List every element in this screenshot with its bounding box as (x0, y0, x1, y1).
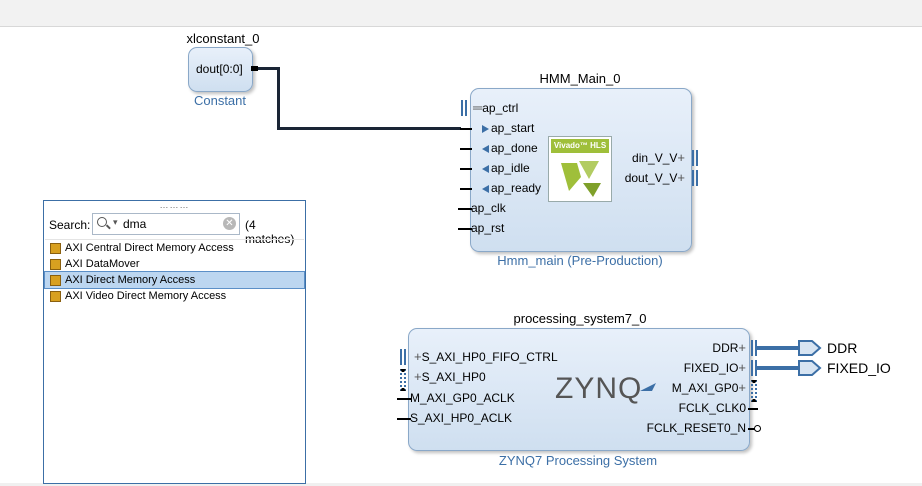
ddr-bus-connector[interactable] (751, 340, 757, 356)
search-options-chevron-icon[interactable]: ▾ (113, 217, 118, 227)
port-din-v-v[interactable]: din_V_V+ (632, 150, 685, 165)
fixed-io-bus-connector[interactable] (751, 360, 757, 376)
ddr-bus-wire[interactable] (757, 346, 799, 350)
dout-bus-connector[interactable] (692, 170, 698, 186)
fixed-io-bus-wire[interactable] (757, 366, 799, 370)
pin-m-axi-gp0-aclk[interactable] (397, 398, 411, 400)
collapse-icon[interactable]: ═ (473, 100, 483, 115)
list-item[interactable]: AXI DataMover (45, 256, 304, 272)
clear-search-icon[interactable]: ✕ (223, 217, 236, 230)
list-item-selected[interactable]: AXI Direct Memory Access (44, 271, 305, 289)
vivado-hls-logo: Vivado™ HLS (548, 136, 612, 202)
search-input[interactable] (123, 216, 223, 231)
net-wire-segment[interactable] (277, 67, 280, 129)
constant-block-subtitle: Constant (193, 93, 247, 108)
pin-ap-ready[interactable] (460, 188, 472, 190)
hp0-fifo-ctrl-bus-connector[interactable] (400, 349, 406, 365)
zynq-logo: ZYNQ (555, 372, 643, 405)
ip-core-icon (50, 275, 61, 286)
list-item-label: AXI DataMover (65, 258, 140, 270)
hmm-block-title: HMM_Main_0 (539, 71, 621, 86)
port-ap-ctrl[interactable]: ═ap_ctrl (473, 100, 519, 116)
port-ap-ready[interactable]: ap_ready (482, 181, 541, 195)
pin-ap-start[interactable] (460, 128, 472, 130)
port-ap-rst[interactable]: ap_rst (471, 221, 505, 235)
net-wire-segment[interactable] (258, 67, 279, 70)
ip-core-icon (50, 259, 61, 270)
fixed-io-external-port-icon[interactable] (798, 360, 822, 376)
port-m-axi-gp0-aclk[interactable]: M_AXI_GP0_ACLK (410, 391, 515, 405)
expand-icon[interactable]: + (677, 170, 685, 185)
vivado-hls-logo-label: Vivado™ HLS (551, 139, 609, 153)
drag-handle-grip[interactable]: ……… (159, 200, 190, 210)
ip-search-popup[interactable]: ……… Search: ▾ ✕ (4 matches) AXI Central … (43, 200, 306, 484)
port-ap-clk[interactable]: ap_clk (471, 201, 506, 215)
expand-icon[interactable]: + (738, 380, 746, 395)
list-item-label: AXI Video Direct Memory Access (65, 290, 227, 302)
hls-logo-graphic (561, 161, 601, 197)
expand-icon[interactable]: + (414, 349, 422, 364)
port-ap-idle[interactable]: ap_idle (482, 161, 530, 175)
output-arrow-icon (482, 145, 489, 153)
active-low-bubble-icon (754, 425, 761, 432)
constant-block[interactable] (188, 47, 253, 92)
port-fclk-clk0[interactable]: FCLK_CLK0 (678, 401, 746, 415)
zynq-logo-swoosh (640, 383, 656, 391)
bottom-edge-strip (0, 483, 922, 486)
top-toolbar-strip (0, 0, 922, 27)
pin-ap-idle[interactable] (460, 168, 472, 170)
port-dout-v-v[interactable]: dout_V_V+ (624, 170, 685, 185)
pin-fclk-reset0-n[interactable] (748, 428, 756, 430)
fixed-io-external-port-label[interactable]: FIXED_IO (827, 360, 891, 376)
search-field[interactable]: ▾ ✕ (92, 213, 240, 235)
port-s-axi-hp0[interactable]: +S_AXI_HP0 (414, 369, 486, 384)
ps7-block[interactable] (408, 328, 750, 451)
port-s-axi-hp0-fifo-ctrl[interactable]: +S_AXI_HP0_FIFO_CTRL (414, 349, 558, 364)
constant-block-title: xlconstant_0 (186, 31, 260, 46)
hp0-bus-connector[interactable] (400, 369, 406, 391)
din-bus-connector[interactable] (692, 150, 698, 166)
output-arrow-icon (482, 185, 489, 193)
input-arrow-icon (482, 125, 489, 133)
port-s-axi-hp0-aclk[interactable]: S_AXI_HP0_ACLK (410, 411, 513, 425)
expand-icon[interactable]: + (738, 360, 746, 375)
output-arrow-icon (482, 165, 489, 173)
ps7-block-subtitle: ZYNQ7 Processing System (498, 453, 658, 468)
port-ap-done[interactable]: ap_done (482, 141, 538, 155)
pin-s-axi-hp0-aclk[interactable] (397, 418, 411, 420)
expand-icon[interactable]: + (738, 340, 746, 355)
ip-core-icon (50, 291, 61, 302)
ip-core-icon (50, 243, 61, 254)
port-connector-dout[interactable] (251, 66, 258, 71)
m-axi-gp0-bus-connector[interactable] (751, 380, 757, 402)
expand-icon[interactable]: + (677, 150, 685, 165)
search-label: Search: (49, 218, 91, 232)
pin-ap-clk[interactable] (458, 208, 472, 210)
ddr-external-port-label[interactable]: DDR (827, 340, 858, 356)
ps7-block-title: processing_system7_0 (513, 311, 647, 326)
search-results-list[interactable]: AXI Central Direct Memory Access AXI Dat… (44, 239, 305, 304)
hmm-block-subtitle: Hmm_main (Pre-Production) (497, 253, 663, 268)
search-icon[interactable] (97, 217, 107, 227)
port-fixed-io[interactable]: FIXED_IO+ (683, 360, 746, 375)
port-ap-start[interactable]: ap_start (482, 121, 534, 135)
net-wire-segment[interactable] (277, 127, 461, 130)
ddr-external-port-icon[interactable] (798, 340, 822, 356)
expand-icon[interactable]: + (414, 369, 422, 384)
pin-ap-rst[interactable] (458, 228, 472, 230)
list-item[interactable]: AXI Central Direct Memory Access (45, 240, 304, 256)
port-ddr[interactable]: DDR+ (712, 340, 746, 355)
port-m-axi-gp0[interactable]: M_AXI_GP0+ (671, 380, 746, 395)
list-item-label: AXI Direct Memory Access (65, 274, 196, 286)
pin-ap-done[interactable] (460, 148, 472, 150)
constant-port-dout[interactable]: dout[0:0] (196, 62, 243, 76)
list-item[interactable]: AXI Video Direct Memory Access (45, 288, 304, 304)
ap-ctrl-bus-connector[interactable] (461, 100, 467, 116)
list-item-label: AXI Central Direct Memory Access (65, 242, 234, 254)
port-fclk-reset0-n[interactable]: FCLK_RESET0_N (646, 421, 746, 435)
pin-fclk-clk0[interactable] (748, 408, 758, 410)
